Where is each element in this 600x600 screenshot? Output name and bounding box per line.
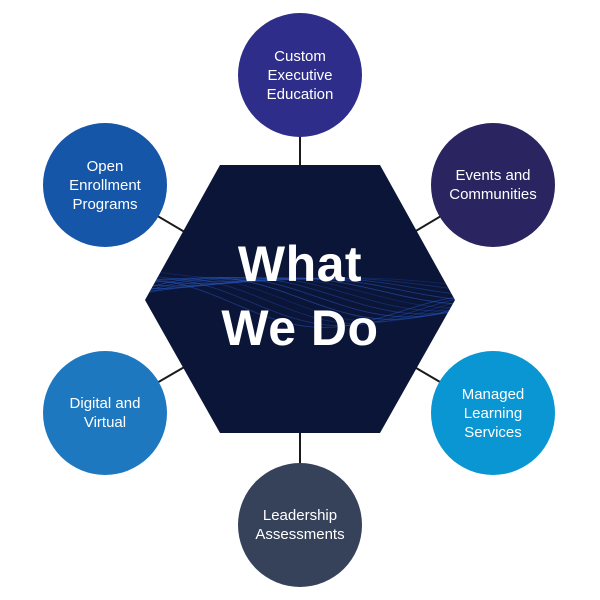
wave-line: [145, 277, 455, 309]
service-circle-custom-executive-education: [238, 13, 362, 137]
wave-line: [145, 276, 455, 315]
wave-line: [145, 278, 455, 327]
service-circle-events-and-communities: [431, 123, 555, 247]
wave-line: [145, 277, 455, 312]
wave-line: [145, 277, 455, 320]
wave-line: [145, 277, 455, 323]
service-circle-managed-learning-services: [431, 351, 555, 475]
center-hexagon: [145, 165, 455, 433]
wave-line: [145, 279, 455, 328]
service-circle-leadership-assessments: [238, 463, 362, 587]
wave-line: [145, 277, 455, 305]
center-title: What We Do: [221, 236, 379, 356]
wave-line: [145, 277, 455, 325]
wave-line: [145, 276, 455, 318]
service-circle-open-enrollment-programs: [43, 123, 167, 247]
wave-line: [145, 274, 455, 290]
wave-line: [145, 277, 455, 295]
wave-decoration: [145, 269, 455, 328]
wave-line: [145, 269, 455, 286]
service-circle-digital-and-virtual: [43, 351, 167, 475]
service-circles: [43, 13, 555, 587]
